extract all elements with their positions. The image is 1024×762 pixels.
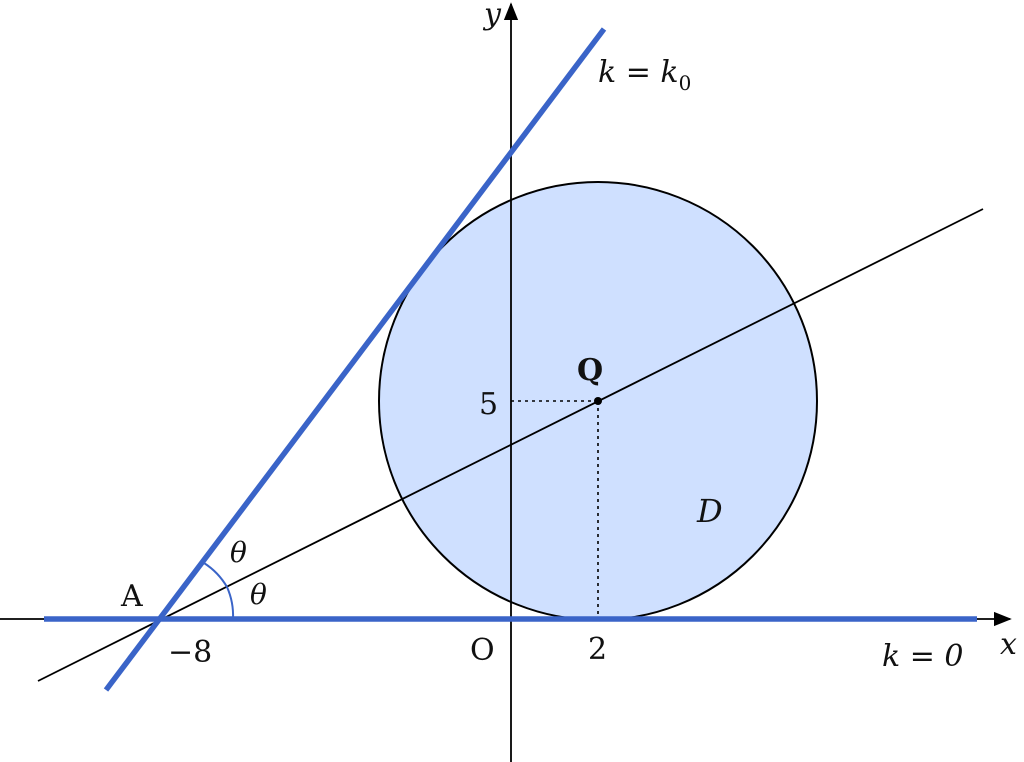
angle-arc-upper	[203, 562, 228, 588]
line-kzero-label: k = 0	[882, 639, 963, 674]
tick-x-2: 2	[588, 632, 607, 667]
line-k0-label: k = k0	[598, 55, 691, 95]
point-q-label: Q	[577, 353, 603, 388]
region-d-label: D	[696, 492, 723, 530]
line-k-k0	[103, 27, 607, 692]
line-k0-subscript: 0	[679, 71, 692, 95]
x-axis-label: x	[1000, 627, 1017, 662]
origin-label: O	[470, 633, 495, 668]
bisector-line	[37, 208, 984, 682]
angle-upper-label: θ	[230, 536, 247, 569]
angle-lower-label: θ	[250, 578, 267, 611]
tick-y-5: 5	[479, 387, 498, 422]
point-a-label: A	[120, 579, 143, 614]
tick-x-neg8: −8	[168, 635, 212, 670]
y-axis-label: y	[482, 0, 502, 32]
angle-arc-lower	[226, 586, 235, 620]
point-q-dot	[594, 397, 602, 405]
